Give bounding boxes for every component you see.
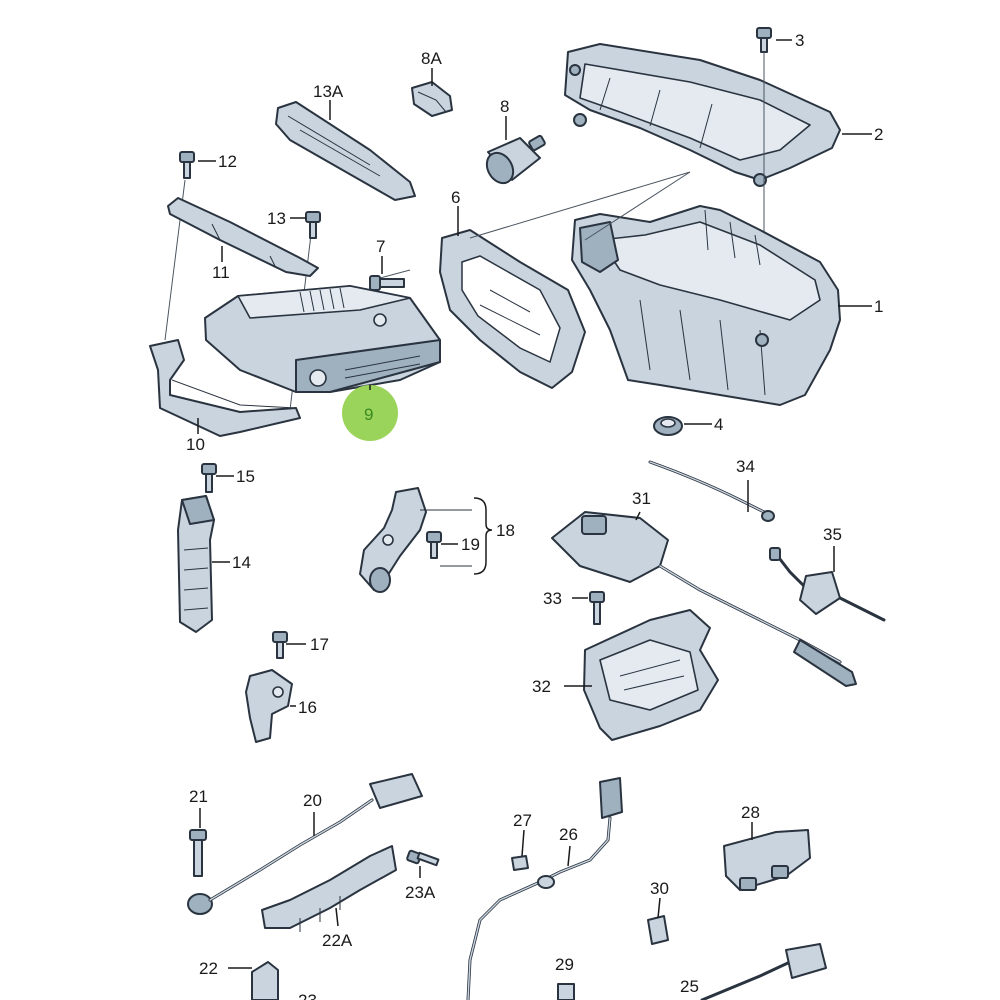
part-7-bolt [369, 275, 405, 291]
part-13a-bracket [275, 101, 416, 201]
callout-13[interactable]: 13 [267, 209, 286, 228]
part-22a-rail-bracket [261, 845, 397, 932]
brace-18 [420, 497, 493, 575]
callout-30[interactable]: 30 [650, 879, 669, 898]
callout-15[interactable]: 15 [236, 467, 255, 486]
callout-12[interactable]: 12 [218, 152, 237, 171]
part-2-airbox-cover [564, 43, 841, 187]
part-35-connector [769, 547, 886, 622]
part-26-sensor [466, 777, 623, 1000]
callout-19[interactable]: 19 [461, 535, 480, 554]
callout-7[interactable]: 7 [376, 237, 385, 256]
callout-33[interactable]: 33 [543, 589, 562, 608]
callout-22[interactable]: 22 [199, 959, 218, 978]
part-21-bolt [189, 829, 207, 877]
part-18-bracket-assembly [359, 487, 427, 593]
callout-25[interactable]: 25 [680, 977, 699, 996]
callout-3[interactable]: 3 [795, 31, 804, 50]
part-29-pipe [557, 983, 575, 1000]
callout-26[interactable]: 26 [559, 825, 578, 844]
part-20-knock-sensor [187, 773, 423, 915]
callout-13a[interactable]: 13A [313, 82, 344, 101]
callout-16[interactable]: 16 [298, 698, 317, 717]
callout-1[interactable]: 1 [874, 297, 883, 316]
callout-8[interactable]: 8 [500, 97, 509, 116]
callout-23a[interactable]: 23A [405, 883, 436, 902]
part-25-connector [700, 943, 827, 1000]
callout-8a[interactable]: 8A [421, 49, 442, 68]
callout-29[interactable]: 29 [555, 955, 574, 974]
part-33-bolt [589, 591, 605, 625]
callout-2[interactable]: 2 [874, 125, 883, 144]
callout-9-highlight[interactable] [342, 385, 398, 441]
part-8a-clip [411, 81, 453, 117]
part-13-screw [305, 211, 321, 239]
callout-32[interactable]: 32 [532, 677, 551, 696]
callout-31[interactable]: 31 [632, 489, 651, 508]
callout-28[interactable]: 28 [741, 803, 760, 822]
callout-21[interactable]: 21 [189, 787, 208, 806]
part-8-sensor [485, 134, 546, 185]
part-6-frame [439, 229, 586, 389]
leader-lines [197, 39, 872, 969]
callout-17[interactable]: 17 [310, 635, 329, 654]
part-28-pressure-sensor [723, 829, 811, 891]
callout-22a[interactable]: 22A [322, 931, 353, 950]
callout-6[interactable]: 6 [451, 188, 460, 207]
part-30-clip [647, 915, 669, 945]
callout-35[interactable]: 35 [823, 525, 842, 544]
part-19-screw [426, 531, 442, 559]
part-23a-screw [406, 849, 440, 867]
part-4-grommet [653, 416, 683, 436]
callout-9[interactable]: 9 [364, 405, 373, 424]
part-9-control-unit [204, 285, 441, 393]
callout-18[interactable]: 18 [496, 521, 515, 540]
part-1-airbox-housing [571, 205, 841, 406]
part-17-screw [272, 631, 288, 659]
callout-20[interactable]: 20 [303, 791, 322, 810]
part-34-wire [648, 460, 775, 522]
part-11-strap [167, 197, 319, 277]
callout-14[interactable]: 14 [232, 553, 251, 572]
part-14-sensor [177, 495, 215, 633]
part-10-bracket [149, 339, 301, 437]
callout-10[interactable]: 10 [186, 435, 205, 454]
part-16-sensor [245, 669, 293, 743]
callout-4[interactable]: 4 [714, 415, 723, 434]
part-32-bracket-plate [583, 609, 719, 741]
part-15-screw [201, 463, 217, 493]
callout-27[interactable]: 27 [513, 811, 532, 830]
callout-34[interactable]: 34 [736, 457, 755, 476]
callout-11[interactable]: 11 [212, 263, 230, 282]
part-31-sensor-module [551, 511, 857, 687]
part-22-bracket [251, 961, 279, 1000]
part-12-screw [179, 151, 195, 179]
part-27-clip [511, 855, 529, 871]
callout-23[interactable]: 23 [298, 991, 317, 1000]
callout-labels: 1 2 3 4 6 7 8 8A 9 10 11 12 13 13A 14 15… [186, 31, 883, 1000]
